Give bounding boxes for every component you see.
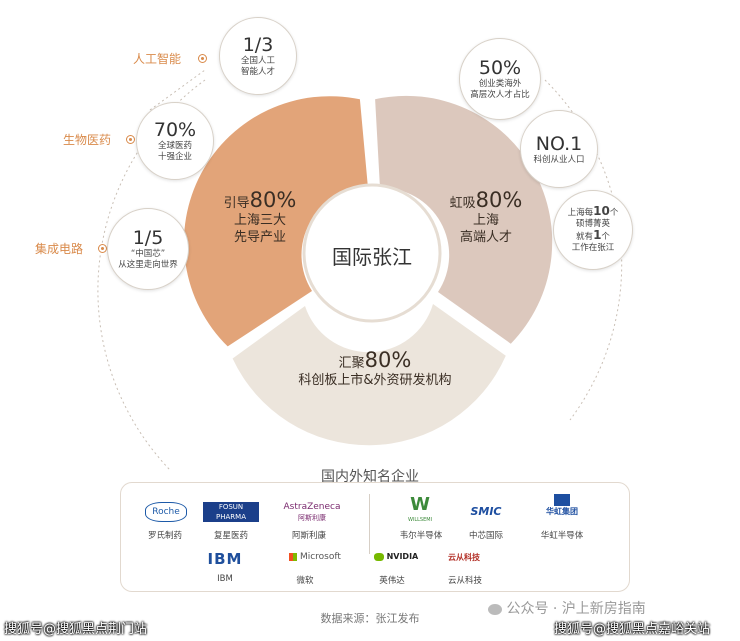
wechat-watermark-text: 公众号 · 沪上新房指南	[506, 601, 646, 617]
grad-num1: 10	[593, 204, 610, 218]
segment-right-pct: 80%	[475, 188, 523, 212]
logo-ibm: IBM	[207, 550, 243, 568]
enterprise-title: 国内外知名企业	[321, 469, 419, 485]
bubble-overseas-line2: 高层次人才占比	[470, 90, 530, 100]
grad-text-d: 个	[601, 232, 610, 242]
logo-microsoft: Microsoft	[283, 552, 347, 562]
watermark-left: 搜狐号@搜狐黑点荆门站	[4, 622, 148, 637]
data-source: 数据来源：张江发布	[320, 612, 420, 625]
bubble-ic-line2: 从这里走向世界	[118, 260, 178, 270]
grad-text-c: 就有	[576, 232, 594, 242]
center-title: 国际张江	[332, 245, 412, 269]
logo-cloudwalk: 云从科技	[448, 553, 480, 562]
company-name-fosun: 复星医药	[213, 531, 248, 541]
segment-right-text: 虹吸80% 上海 高端人才	[436, 188, 536, 246]
logo-willsemi: W WILLSEMI	[398, 494, 442, 524]
segment-left	[183, 96, 368, 347]
enterprise-panel	[120, 482, 630, 592]
bubble-grad-line4: 工作在张江	[571, 243, 615, 253]
grad-text-a: 上海每	[567, 208, 594, 218]
bubble-ic-value: 1/5	[132, 227, 164, 249]
logo-astrazeneca: AstraZeneca 阿斯利康	[280, 502, 344, 524]
segment-left-line2: 先导产业	[233, 230, 286, 245]
segment-right	[375, 95, 553, 344]
label-ai: 人工智能	[133, 52, 182, 66]
bubble-grad-line1: 上海每10个	[567, 204, 619, 219]
bubble-graduates: 上海每10个 硕博菁英 就有1个 工作在张江	[553, 190, 633, 270]
company-name-ibm: IBM	[217, 574, 233, 584]
bubble-ai: 1/3 全国人工 智能人才	[219, 17, 297, 95]
label-biomed: 生物医药	[63, 133, 112, 147]
segment-left-pre: 引导	[223, 196, 250, 211]
company-name-roche: 罗氏制药	[147, 531, 182, 541]
segment-bottom-pct: 80%	[364, 348, 412, 372]
grad-text-b: 个	[609, 208, 619, 218]
company-name-willsemi: 韦尔半导体	[399, 531, 443, 541]
bubble-ic: 1/5 “中国芯” 从这里走向世界	[107, 208, 189, 290]
bubble-biomed: 70% 全球医药 十强企业	[136, 102, 214, 180]
microsoft-squares-icon	[289, 552, 298, 561]
logo-nvidia: NVIDIA	[368, 552, 424, 561]
dot-ai	[198, 54, 207, 63]
huahong-mark	[554, 494, 570, 506]
bubble-ai-line2: 智能人才	[240, 67, 275, 77]
segment-bottom-text: 汇聚80% 科创板上市&外资研发机构	[290, 348, 460, 389]
segment-right-line1: 上海	[472, 213, 499, 228]
bubble-overseas-line1: 创业类海外	[478, 79, 522, 89]
segment-bottom	[232, 304, 506, 446]
label-ic: 集成电路	[35, 242, 84, 256]
company-name-smic: 中芯国际	[468, 531, 503, 541]
logo-nvidia-text: NVIDIA	[386, 552, 419, 561]
segment-left-line1: 上海三大	[233, 213, 286, 228]
bubble-ai-value: 1/3	[242, 34, 274, 56]
logo-fosun-en: FOSUN PHARMA	[216, 503, 246, 521]
logo-roche: Roche	[145, 502, 187, 522]
logo-microsoft-text: Microsoft	[299, 552, 341, 562]
logo-huahong-text: 华虹集团	[546, 507, 578, 516]
logo-az-en: AstraZeneca	[283, 502, 341, 512]
segment-left-text: 引导80% 上海三大 先导产业	[210, 188, 310, 246]
bubble-overseas-talent: 50% 创业类海外 高层次人才占比	[459, 38, 541, 120]
logo-fosun: FOSUN PHARMA 复星医药	[203, 502, 259, 531]
company-name-cloudwalk: 云从科技	[447, 576, 482, 586]
bubble-grad-line2: 硕博菁英	[575, 219, 610, 229]
logo-huahong: 华虹集团	[540, 494, 584, 517]
segment-right-line2: 高端人才	[459, 230, 512, 245]
bubble-grad-line3: 就有1个	[576, 228, 610, 243]
wechat-icon	[488, 603, 502, 615]
grad-num2: 1	[593, 228, 602, 242]
bubble-no1-value: NO.1	[535, 132, 583, 155]
watermark-right: 搜狐号@搜狐黑点嘉峪关站	[554, 622, 711, 637]
wechat-watermark: 公众号 · 沪上新房指南	[488, 598, 646, 618]
company-name-microsoft: 微软	[296, 576, 314, 586]
logo-fosun-cn: 复星医药	[217, 523, 245, 531]
bubble-biomed-line2: 十强企业	[157, 152, 192, 162]
dot-biomed	[126, 135, 135, 144]
bubble-no1: NO.1 科创从业人口	[520, 110, 598, 188]
company-name-huahong: 华虹半导体	[540, 531, 584, 541]
bubble-biomed-line1: 全球医药	[157, 141, 192, 151]
segment-left-pct: 80%	[249, 188, 297, 212]
segment-bottom-pre: 汇聚	[338, 356, 365, 371]
bubble-overseas-value: 50%	[478, 57, 522, 79]
company-name-nvidia: 英伟达	[379, 576, 405, 586]
nvidia-eye-icon	[373, 552, 384, 561]
logo-willsemi-en: WILLSEMI	[407, 517, 433, 523]
segment-bottom-line1: 科创板上市&外资研发机构	[298, 373, 452, 388]
logo-smic: SMIC	[470, 505, 502, 518]
company-name-astrazeneca: 阿斯利康	[291, 531, 326, 541]
bubble-ic-line1: “中国芯”	[130, 249, 166, 259]
enterprise-divider	[369, 494, 370, 554]
logo-az-cn: 阿斯利康	[298, 514, 326, 522]
bubble-ai-line1: 全国人工	[240, 56, 275, 66]
bubble-no1-line1: 科创从业人口	[533, 154, 585, 165]
bubble-biomed-value: 70%	[153, 119, 197, 141]
segment-right-pre: 虹吸	[449, 196, 476, 211]
dot-ic	[98, 244, 107, 253]
willsemi-mark: W	[410, 494, 430, 515]
